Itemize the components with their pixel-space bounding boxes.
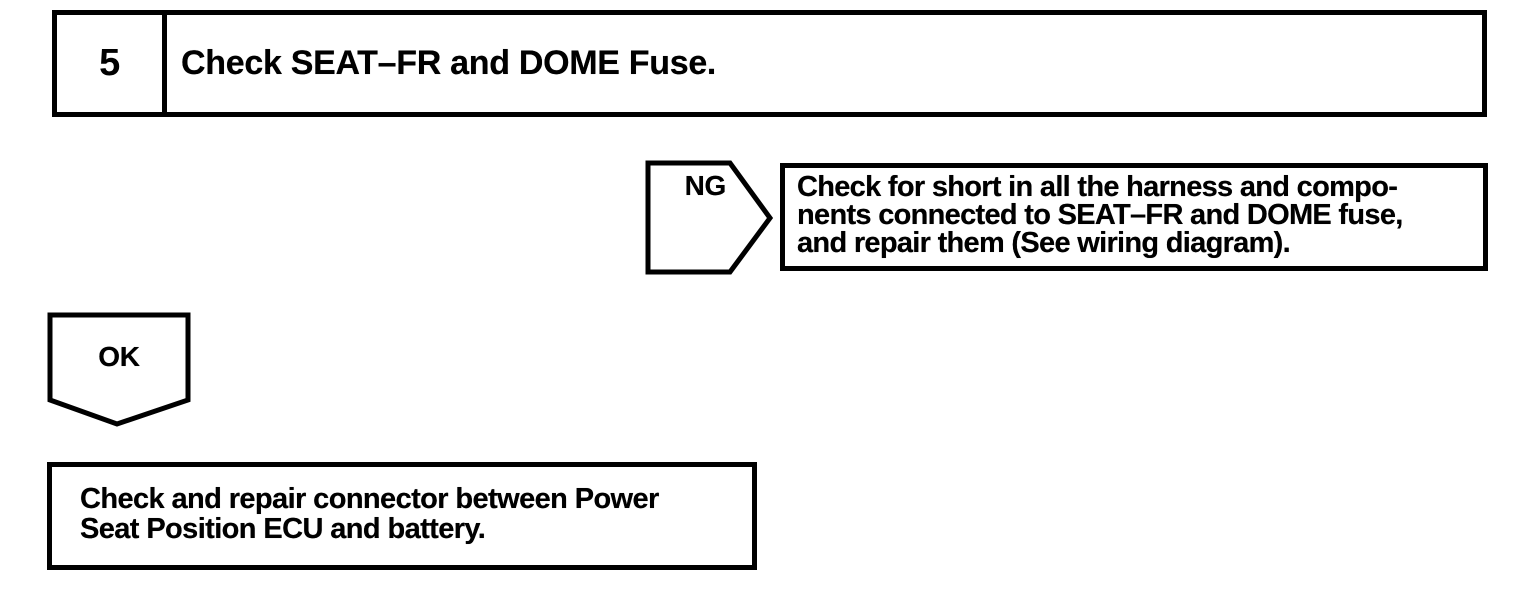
ng-action-box: Check for short in all the harness and c… (780, 163, 1488, 271)
ok-pentagon-outline (47, 312, 191, 427)
result-action-line-1: Check and repair connector between Power (80, 483, 659, 515)
step-instruction: Check SEAT–FR and DOME Fuse. (181, 44, 717, 82)
ng-action-line-3: and repair them (See wiring diagram). (797, 227, 1291, 259)
step-header-box: 5 Check SEAT–FR and DOME Fuse. (52, 10, 1487, 117)
ng-pentagon-outline (645, 160, 773, 275)
ng-connector-shape (645, 160, 773, 275)
result-action-box: Check and repair connector between Power… (47, 462, 757, 570)
ng-label: NG (684, 170, 727, 201)
step-number: 5 (57, 15, 167, 112)
ng-action-line-2: nents connected to SEAT–FR and DOME fuse… (797, 199, 1403, 231)
ok-connector-shape (47, 312, 191, 427)
result-action-line-2: Seat Position ECU and battery. (80, 513, 486, 545)
ok-label: OK (98, 341, 140, 372)
ng-action-line-1: Check for short in all the harness and c… (797, 171, 1398, 203)
